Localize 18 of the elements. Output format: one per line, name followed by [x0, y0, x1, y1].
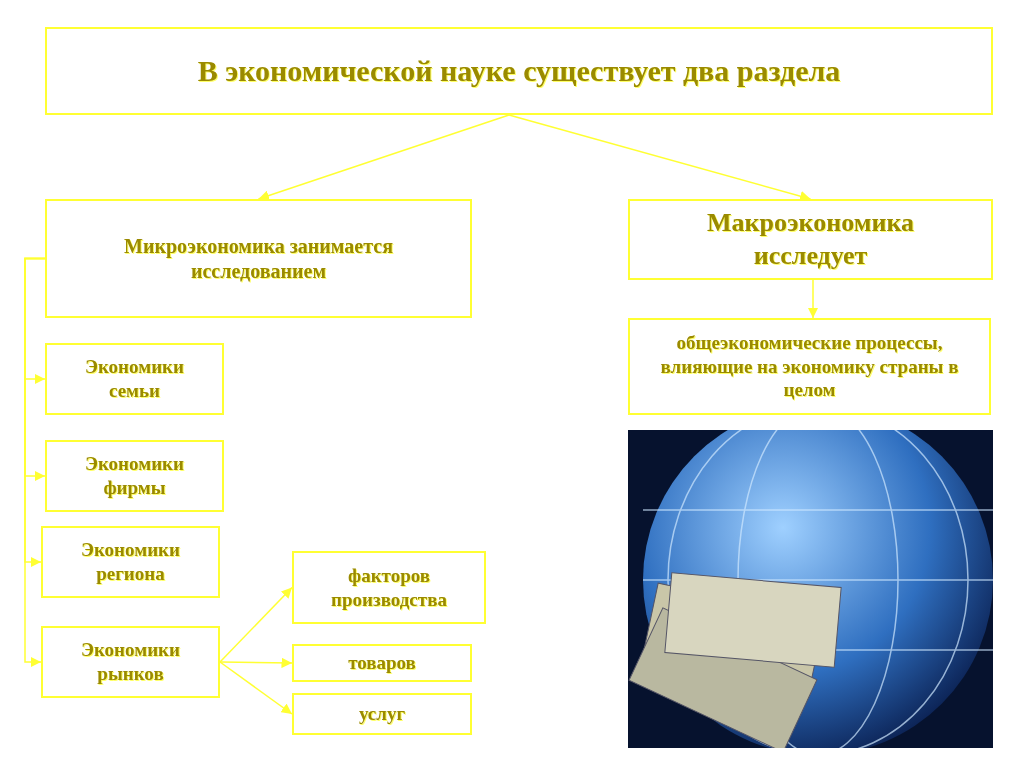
text-box: Экономики семьи — [45, 343, 224, 415]
text-box: Экономики региона — [41, 526, 220, 598]
text-box: Микроэкономика занимается исследованием — [45, 199, 472, 318]
arrow — [219, 586, 293, 663]
text-box: В экономической науке существует два раздела — [45, 27, 993, 115]
text-box: услуг — [292, 693, 472, 735]
text-box: Экономики рынков — [41, 626, 220, 698]
text-box: факторов производства — [292, 551, 486, 624]
text-box: общеэкономические процессы, влияющие на экономику страны в целом — [628, 318, 991, 415]
arrow — [257, 114, 510, 201]
text-box: Макроэкономика исследует — [628, 199, 993, 280]
arrow — [219, 657, 293, 669]
arrow — [807, 279, 819, 319]
text-box: товаров — [292, 644, 472, 682]
arrow — [24, 257, 46, 668]
arrow — [219, 661, 293, 715]
text-box: Экономики фирмы — [45, 440, 224, 512]
arrow — [508, 114, 812, 202]
